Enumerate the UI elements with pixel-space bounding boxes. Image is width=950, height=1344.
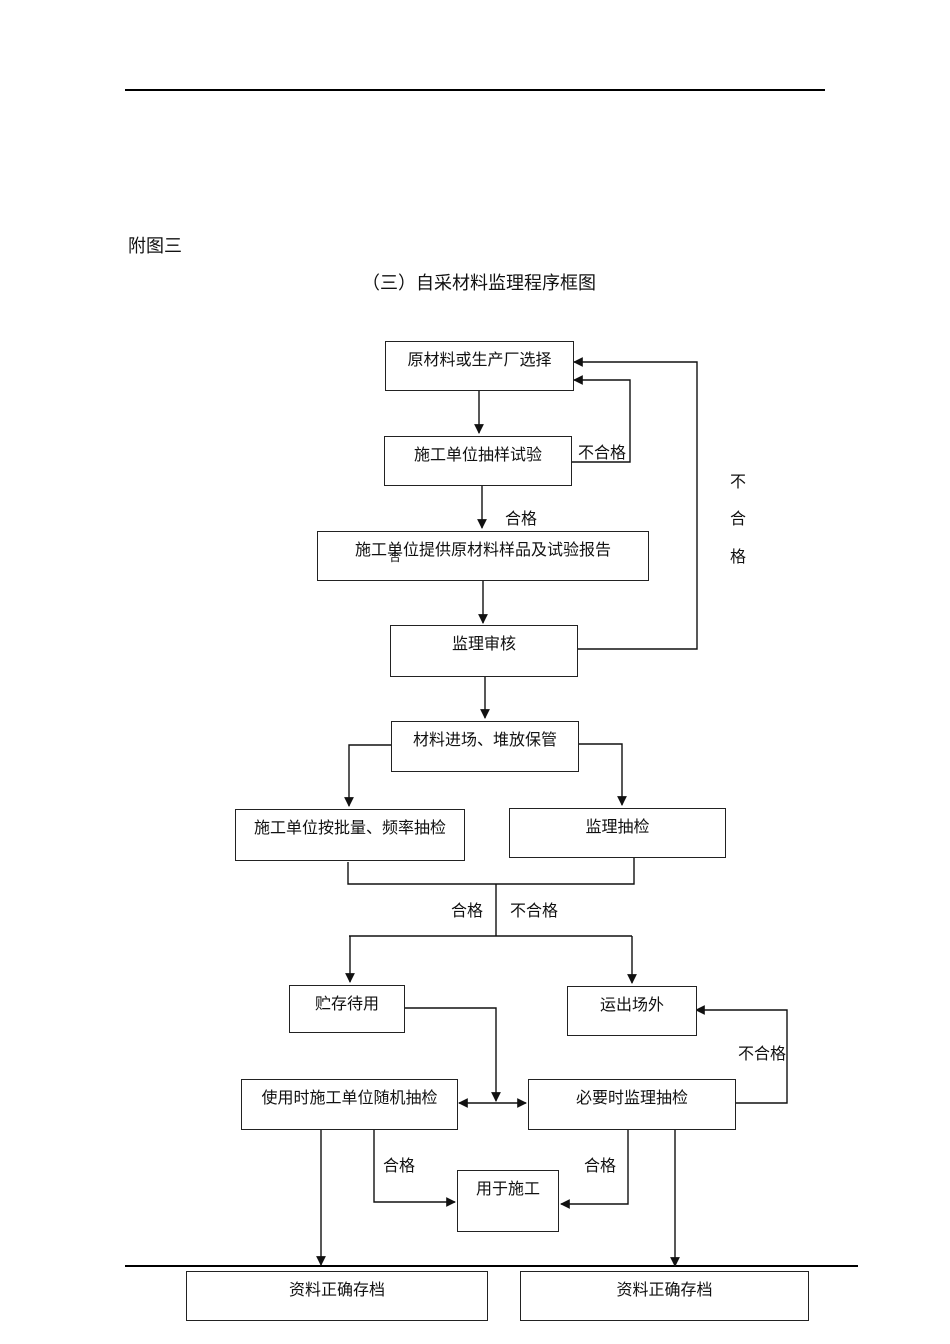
label-pass-random: 合格	[383, 1156, 416, 1175]
box-storage-wait: 贮存待用	[289, 985, 405, 1033]
label-pass-decision: 合格	[451, 901, 484, 920]
label-pass-necessary: 合格	[584, 1156, 617, 1175]
box-random-check: 使用时施工单位随机抽检	[241, 1079, 458, 1130]
box-ship-out: 运出场外	[567, 986, 697, 1036]
box-supervisor-review: 监理审核	[390, 625, 578, 677]
box-archive-left: 资料正确存档	[186, 1271, 488, 1321]
header-rule	[125, 89, 825, 91]
box-batch-sampling: 施工单位按批量、频率抽检	[235, 809, 465, 861]
box-archive-right: 资料正确存档	[520, 1271, 809, 1321]
label-fail-vertical-3: 格	[730, 547, 747, 566]
footer-rule	[125, 1265, 858, 1267]
box-sample-test: 施工单位抽样试验	[384, 436, 572, 486]
box-supervisor-check: 监理抽检	[509, 808, 726, 858]
diagram-title: （三）自采材料监理程序框图	[362, 273, 596, 294]
label-pass-stray: 合	[389, 550, 402, 564]
box-use-construction: 用于施工	[457, 1170, 559, 1232]
label-fail-necessary: 不合格	[738, 1044, 787, 1063]
label-fail-vertical-2: 合	[730, 509, 747, 528]
appendix-label: 附图三	[128, 236, 182, 257]
box-provide-report: 施工单位提供原材料样品及试验报告	[317, 531, 649, 581]
box-select-source: 原材料或生产厂选择	[385, 341, 574, 391]
label-fail-sample: 不合格	[578, 443, 627, 462]
label-fail-vertical-1: 不	[730, 472, 747, 491]
label-fail-decision: 不合格	[510, 901, 559, 920]
label-pass-sample: 合格	[505, 509, 538, 528]
box-necessary-check: 必要时监理抽检	[528, 1079, 736, 1130]
box-entry-storage: 材料进场、堆放保管	[391, 721, 579, 772]
